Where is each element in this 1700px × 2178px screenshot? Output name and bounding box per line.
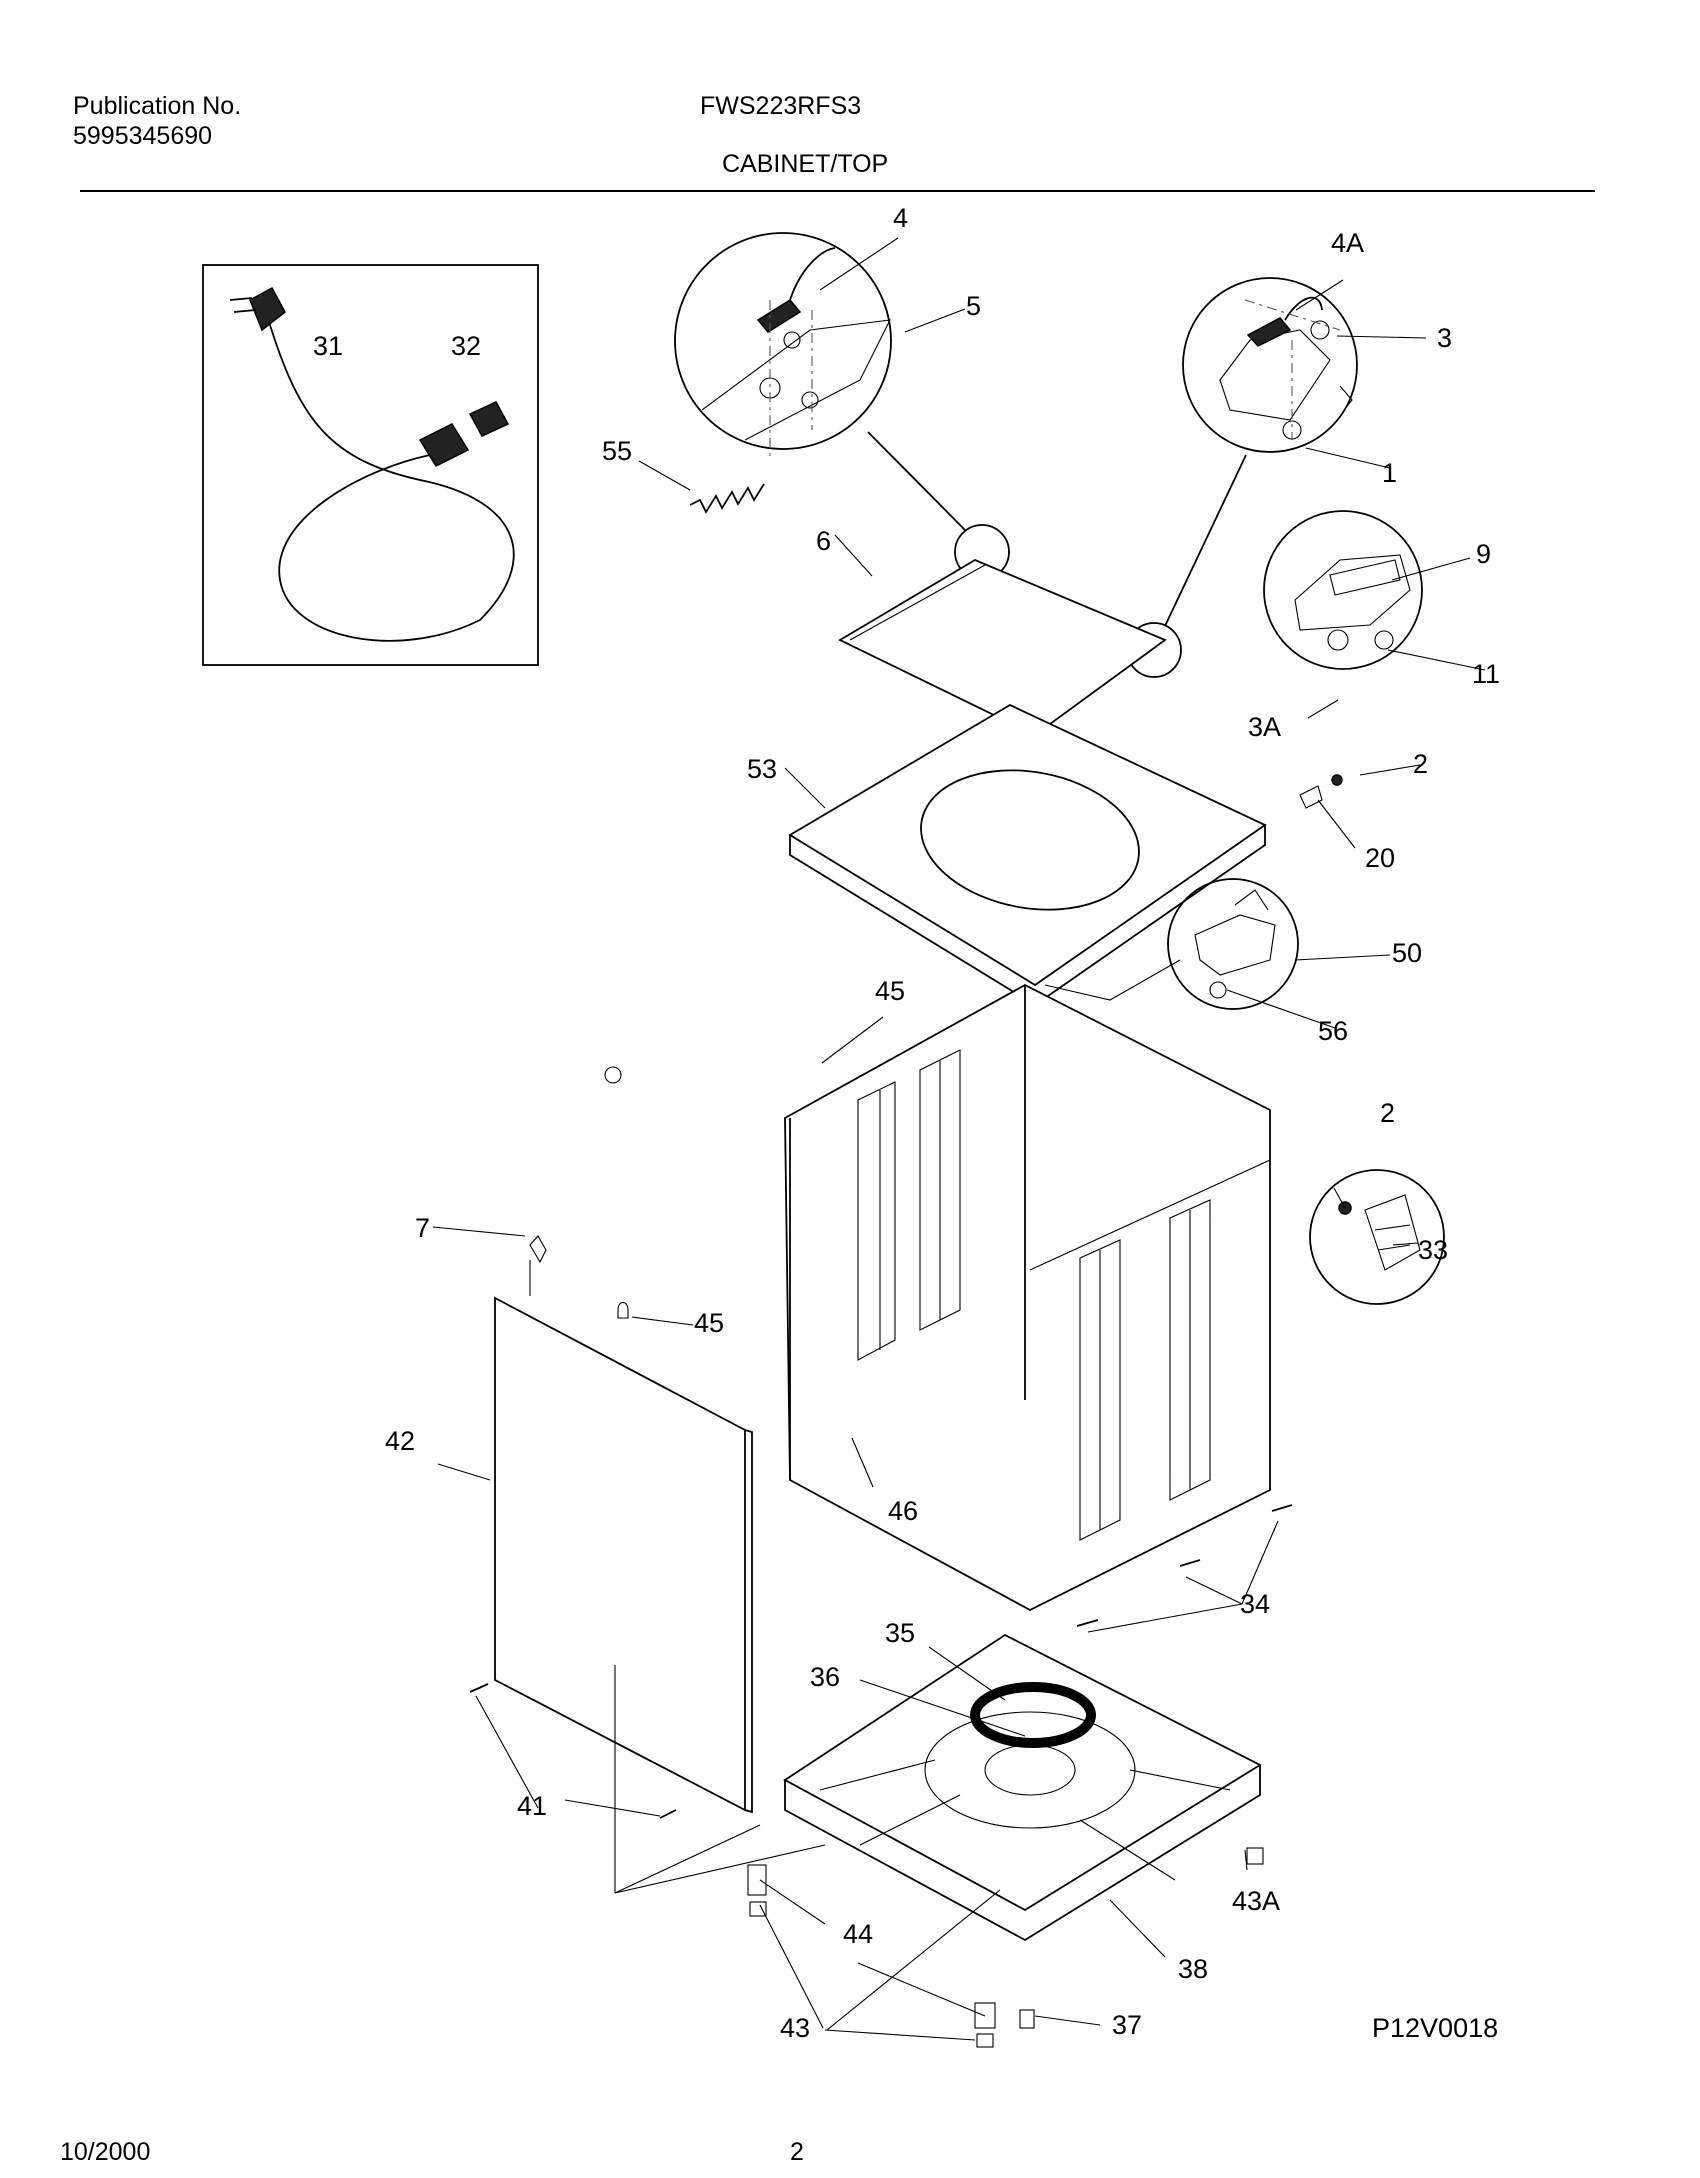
- detail-circle-hinge-left: [674, 232, 892, 460]
- callout-31: 31: [313, 331, 343, 361]
- cabinet-top: [788, 703, 1323, 1007]
- callout-45-front: 45: [694, 1308, 724, 1338]
- power-cord-inset: [202, 264, 539, 666]
- callout-6: 6: [816, 526, 831, 556]
- callout-42: 42: [385, 1426, 415, 1456]
- footer-date: 10/2000: [60, 2138, 151, 2166]
- callout-3a: 3A: [1248, 712, 1281, 742]
- callout-37: 37: [1112, 2010, 1142, 2040]
- detail-circle-clip: [1309, 1169, 1445, 1305]
- publication-number: 5995345690: [73, 122, 213, 150]
- callout-43: 43: [780, 2013, 810, 2043]
- callout-45: 45: [875, 976, 905, 1006]
- front-panel: [494, 1235, 753, 1814]
- callout-1: 1: [1382, 458, 1397, 488]
- cabinet-body: [784, 983, 1271, 1612]
- callout-4: 4: [893, 203, 908, 233]
- callout-5: 5: [966, 291, 981, 321]
- callout-38: 38: [1178, 1954, 1208, 1984]
- callout-53: 53: [747, 754, 777, 784]
- callout-2-clip: 2: [1380, 1098, 1395, 1128]
- callout-3: 3: [1437, 323, 1452, 353]
- callout-56: 56: [1318, 1016, 1348, 1046]
- callout-7: 7: [415, 1213, 430, 1243]
- header-rule: [80, 190, 1595, 192]
- diagram-code: P12V0018: [1372, 2013, 1498, 2043]
- callout-labels: 4 4A 5 3 1 31 32 55 6 9 11 3A 53 2 20 50…: [313, 203, 1500, 2043]
- callout-33: 33: [1418, 1235, 1448, 1265]
- callout-34: 34: [1240, 1589, 1270, 1619]
- detail-circle-lid-switch: [1167, 878, 1299, 1010]
- callout-20: 20: [1365, 843, 1395, 873]
- callout-43a: 43A: [1232, 1886, 1280, 1916]
- footer-page-number: 2: [790, 2138, 804, 2166]
- publication-label: Publication No.: [73, 92, 242, 120]
- callout-41: 41: [517, 1791, 547, 1821]
- hardware: [469, 774, 1343, 2048]
- callout-50: 50: [1392, 938, 1422, 968]
- callout-46: 46: [888, 1496, 918, 1526]
- model-number: FWS223RFS3: [700, 92, 862, 120]
- detail-circle-bracket: [1263, 510, 1423, 670]
- callout-4a: 4A: [1331, 228, 1364, 258]
- callout-2: 2: [1413, 749, 1428, 779]
- lid-panel: [838, 558, 1167, 737]
- callout-55: 55: [602, 436, 632, 466]
- callout-36: 36: [810, 1662, 840, 1692]
- leader-lines: [432, 237, 1486, 2041]
- callout-35: 35: [885, 1618, 915, 1648]
- callout-44: 44: [843, 1919, 873, 1949]
- callout-32: 32: [451, 331, 481, 361]
- detail-circle-hinge-right: [1182, 277, 1358, 453]
- section-title: CABINET/TOP: [722, 150, 889, 178]
- callout-9: 9: [1476, 539, 1491, 569]
- base-frame: [783, 1633, 1262, 1942]
- callout-11: 11: [1472, 659, 1500, 689]
